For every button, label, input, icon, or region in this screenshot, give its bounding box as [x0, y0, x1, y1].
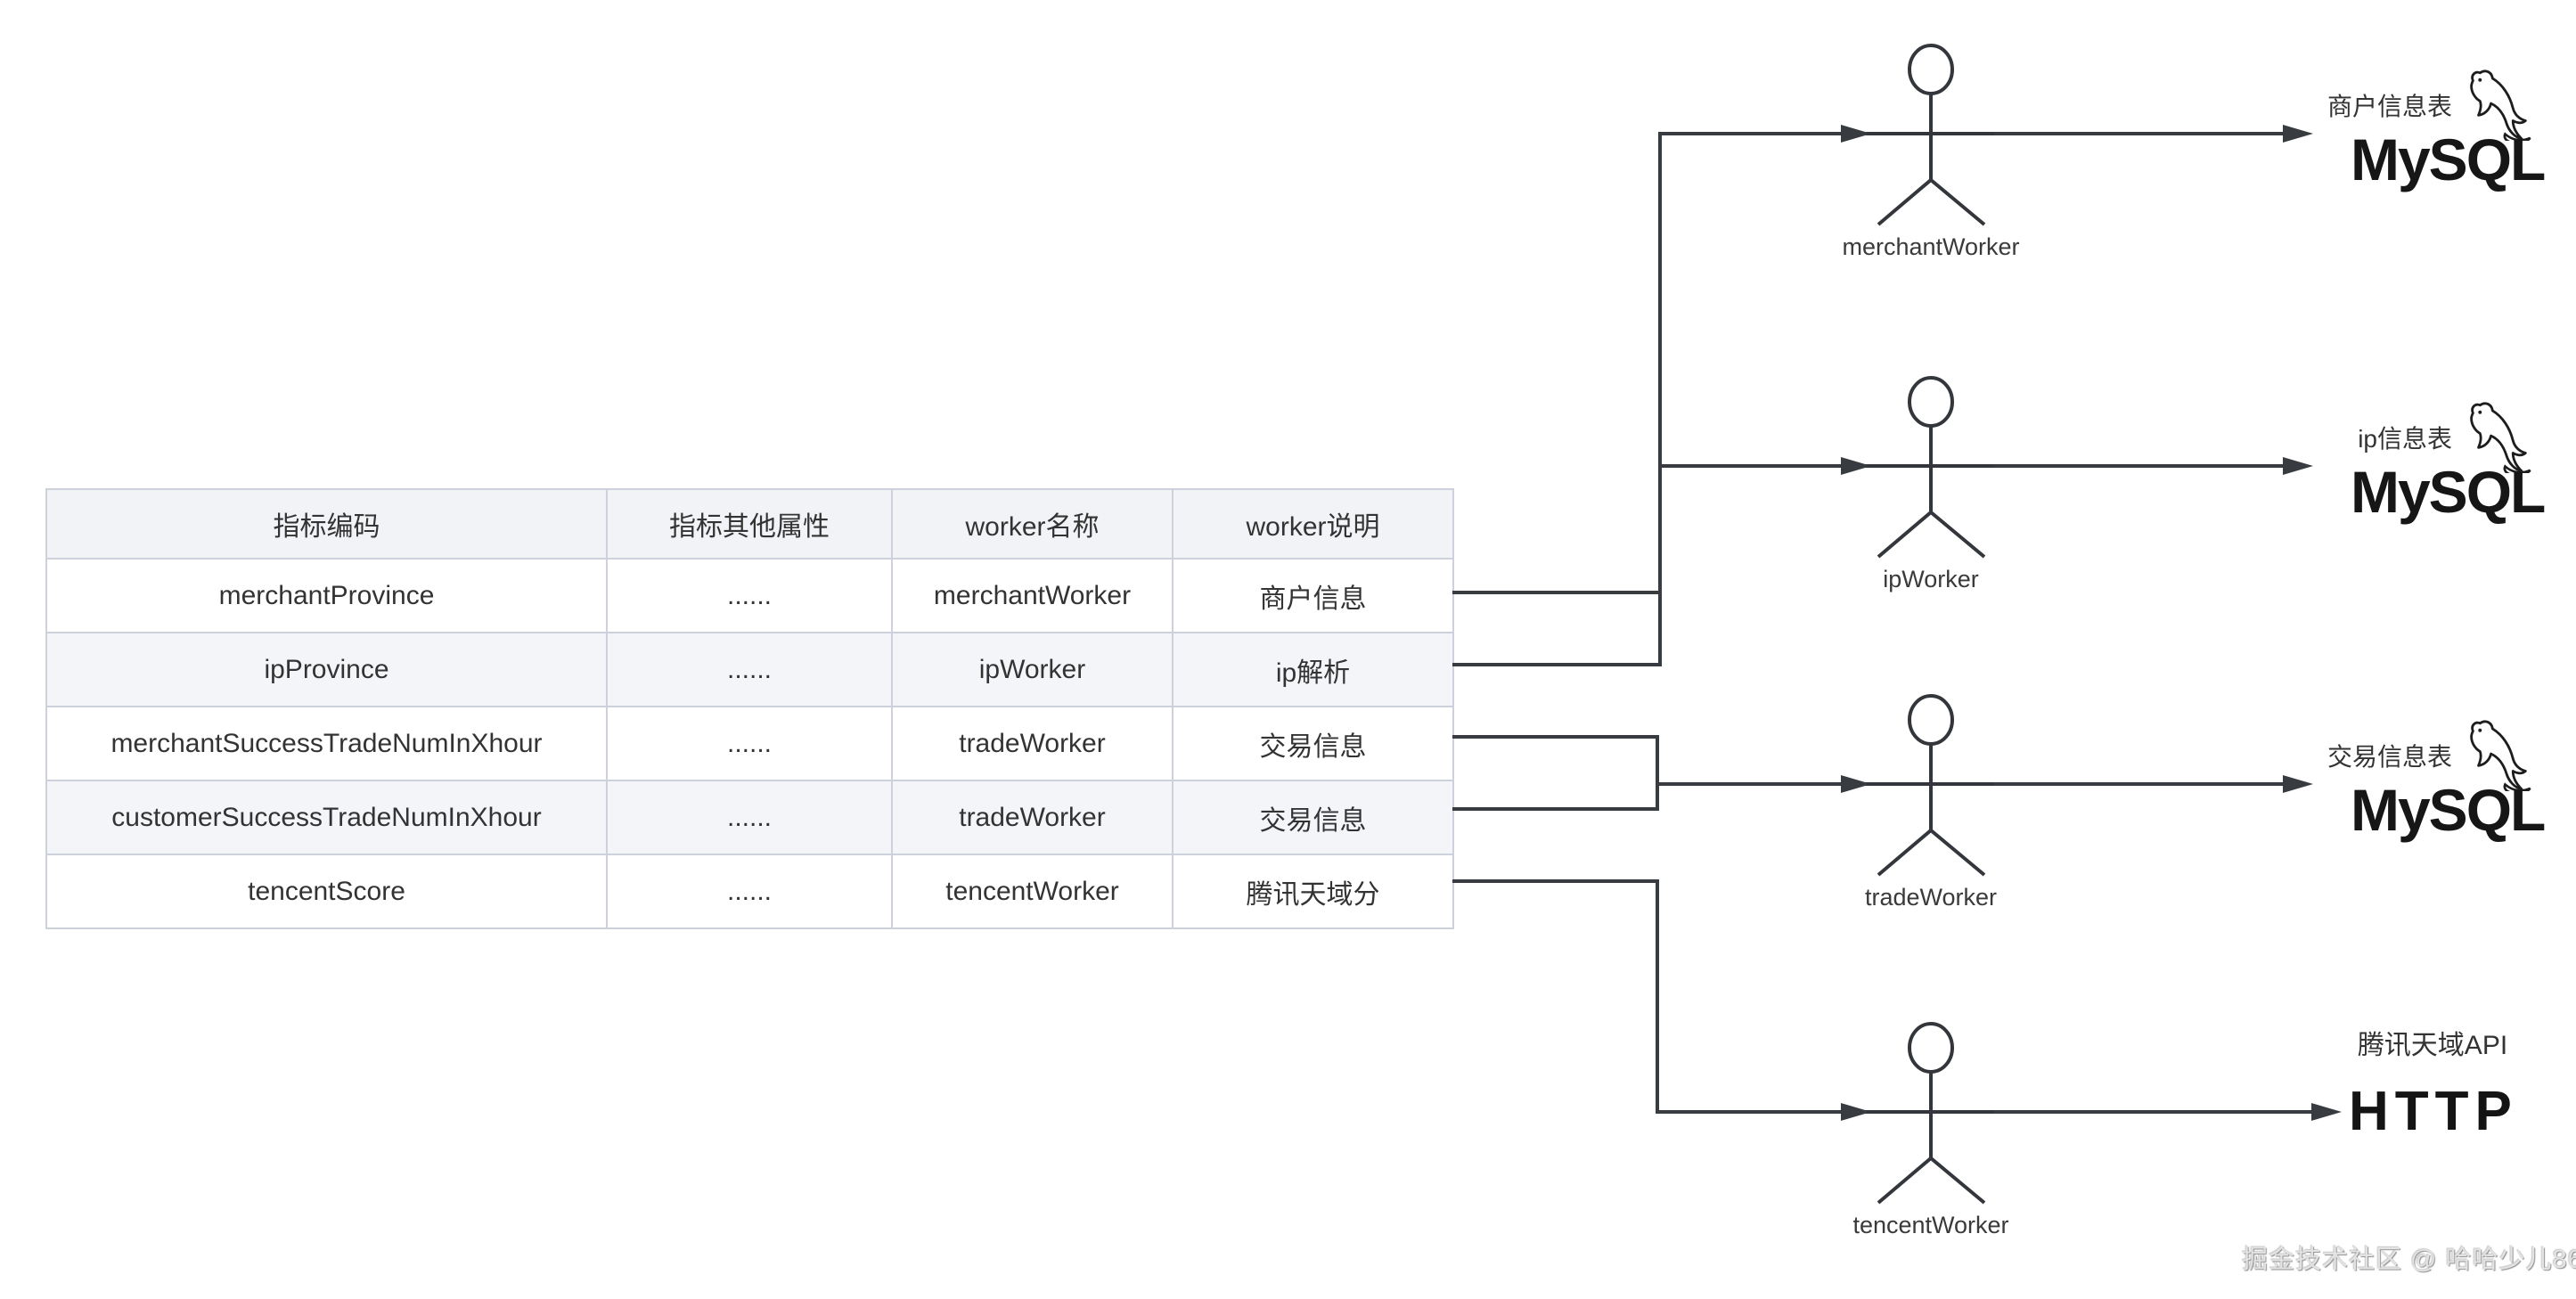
cell-metric-attrs: ...... [606, 854, 893, 929]
mysql-dolphin-icon [2470, 720, 2531, 791]
actor-head [1908, 376, 1954, 428]
cell-metric-code: ipProvince [45, 632, 608, 707]
http-wordmark: HTTP [2349, 1081, 2518, 1142]
cell-metric-code: customerSuccessTradeNumInXhour [45, 780, 608, 855]
mysql-wordmark: MySQL [2351, 127, 2546, 192]
arrowhead-icon [1841, 125, 1871, 143]
table-header-row: 指标编码 指标其他属性 worker名称 worker说明 [45, 488, 1454, 560]
cell-worker-desc: ip解析 [1172, 632, 1454, 707]
table-row: merchantProvince ...... merchantWorker 商… [45, 558, 1454, 633]
col-header-worker-desc: worker说明 [1172, 488, 1454, 560]
arrowhead-icon [1841, 457, 1871, 475]
cell-worker-desc: 腾讯天域分 [1172, 854, 1454, 929]
connector-tencent [1452, 879, 2311, 1114]
arrowhead-icon [2283, 775, 2313, 793]
cell-metric-code: merchantProvince [45, 558, 608, 633]
cell-worker-name: tradeWorker [891, 780, 1174, 855]
mysql-dolphin-icon [2470, 69, 2531, 141]
cell-worker-desc: 商户信息 [1172, 558, 1454, 633]
cell-metric-code: tencentScore [45, 854, 608, 929]
cell-metric-attrs: ...... [606, 780, 893, 855]
actor-label-tencent-worker: tencentWorker [1852, 1212, 2009, 1238]
cell-worker-name: tencentWorker [891, 854, 1174, 929]
destination-label: 商户信息表 [2327, 93, 2452, 120]
actor-label-ip-worker: ipWorker [1883, 566, 1979, 592]
actor-head [1908, 1022, 1954, 1074]
actor-figure-tencent-worker [1867, 1022, 1994, 1205]
connector-merchant [1452, 132, 2285, 594]
table-row: tencentScore ...... tencentWorker 腾讯天域分 [45, 854, 1454, 929]
cell-worker-desc: 交易信息 [1172, 780, 1454, 855]
cell-worker-name: ipWorker [891, 632, 1174, 707]
metric-worker-table: 指标编码 指标其他属性 worker名称 worker说明 merchantPr… [45, 488, 1454, 929]
actor-head [1908, 44, 1954, 95]
arrowhead-icon [1841, 1103, 1871, 1121]
table-row: ipProvince ...... ipWorker ip解析 [45, 632, 1454, 707]
arrowhead-icon [2283, 125, 2313, 143]
connector-trade-bracket [1452, 735, 1659, 811]
arrowhead-icon [2311, 1103, 2342, 1121]
cell-worker-name: merchantWorker [891, 558, 1174, 633]
destination-label: 交易信息表 [2327, 743, 2452, 771]
actor-label-trade-worker: tradeWorker [1864, 884, 1998, 911]
cell-metric-attrs: ...... [606, 558, 893, 633]
cell-worker-name: tradeWorker [891, 706, 1174, 781]
cell-metric-code: merchantSuccessTradeNumInXhour [45, 706, 608, 781]
watermark-text: 掘金技术社区 @ 哈哈少儿860 [2242, 1246, 2576, 1274]
mysql-wordmark: MySQL [2351, 777, 2546, 843]
arrowhead-icon [2283, 457, 2313, 475]
destination-label: ip信息表 [2358, 425, 2452, 453]
col-header-metric-code: 指标编码 [45, 488, 608, 560]
actor-figure-trade-worker [1867, 694, 1994, 877]
actor-legs [1877, 828, 1986, 877]
cell-worker-desc: 交易信息 [1172, 706, 1454, 781]
actor-figure-merchant-worker [1867, 44, 1994, 226]
table-row: merchantSuccessTradeNumInXhour ...... tr… [45, 706, 1454, 781]
actor-legs [1877, 1156, 1986, 1205]
mysql-dolphin-icon [2470, 402, 2531, 473]
mysql-wordmark: MySQL [2351, 459, 2546, 525]
actor-label-merchant-worker: merchantWorker [1842, 233, 2020, 260]
destination-label: 腾讯天域API [2357, 1031, 2508, 1060]
arrowhead-icon [1841, 775, 1871, 793]
col-header-metric-attrs: 指标其他属性 [606, 488, 893, 560]
actor-legs [1877, 177, 1986, 226]
actor-head [1908, 694, 1954, 746]
actor-figure-ip-worker [1867, 376, 1994, 559]
table-row: customerSuccessTradeNumInXhour ...... tr… [45, 780, 1454, 855]
cell-metric-attrs: ...... [606, 706, 893, 781]
cell-metric-attrs: ...... [606, 632, 893, 707]
col-header-worker-name: worker名称 [891, 488, 1174, 560]
actor-legs [1877, 510, 1986, 559]
